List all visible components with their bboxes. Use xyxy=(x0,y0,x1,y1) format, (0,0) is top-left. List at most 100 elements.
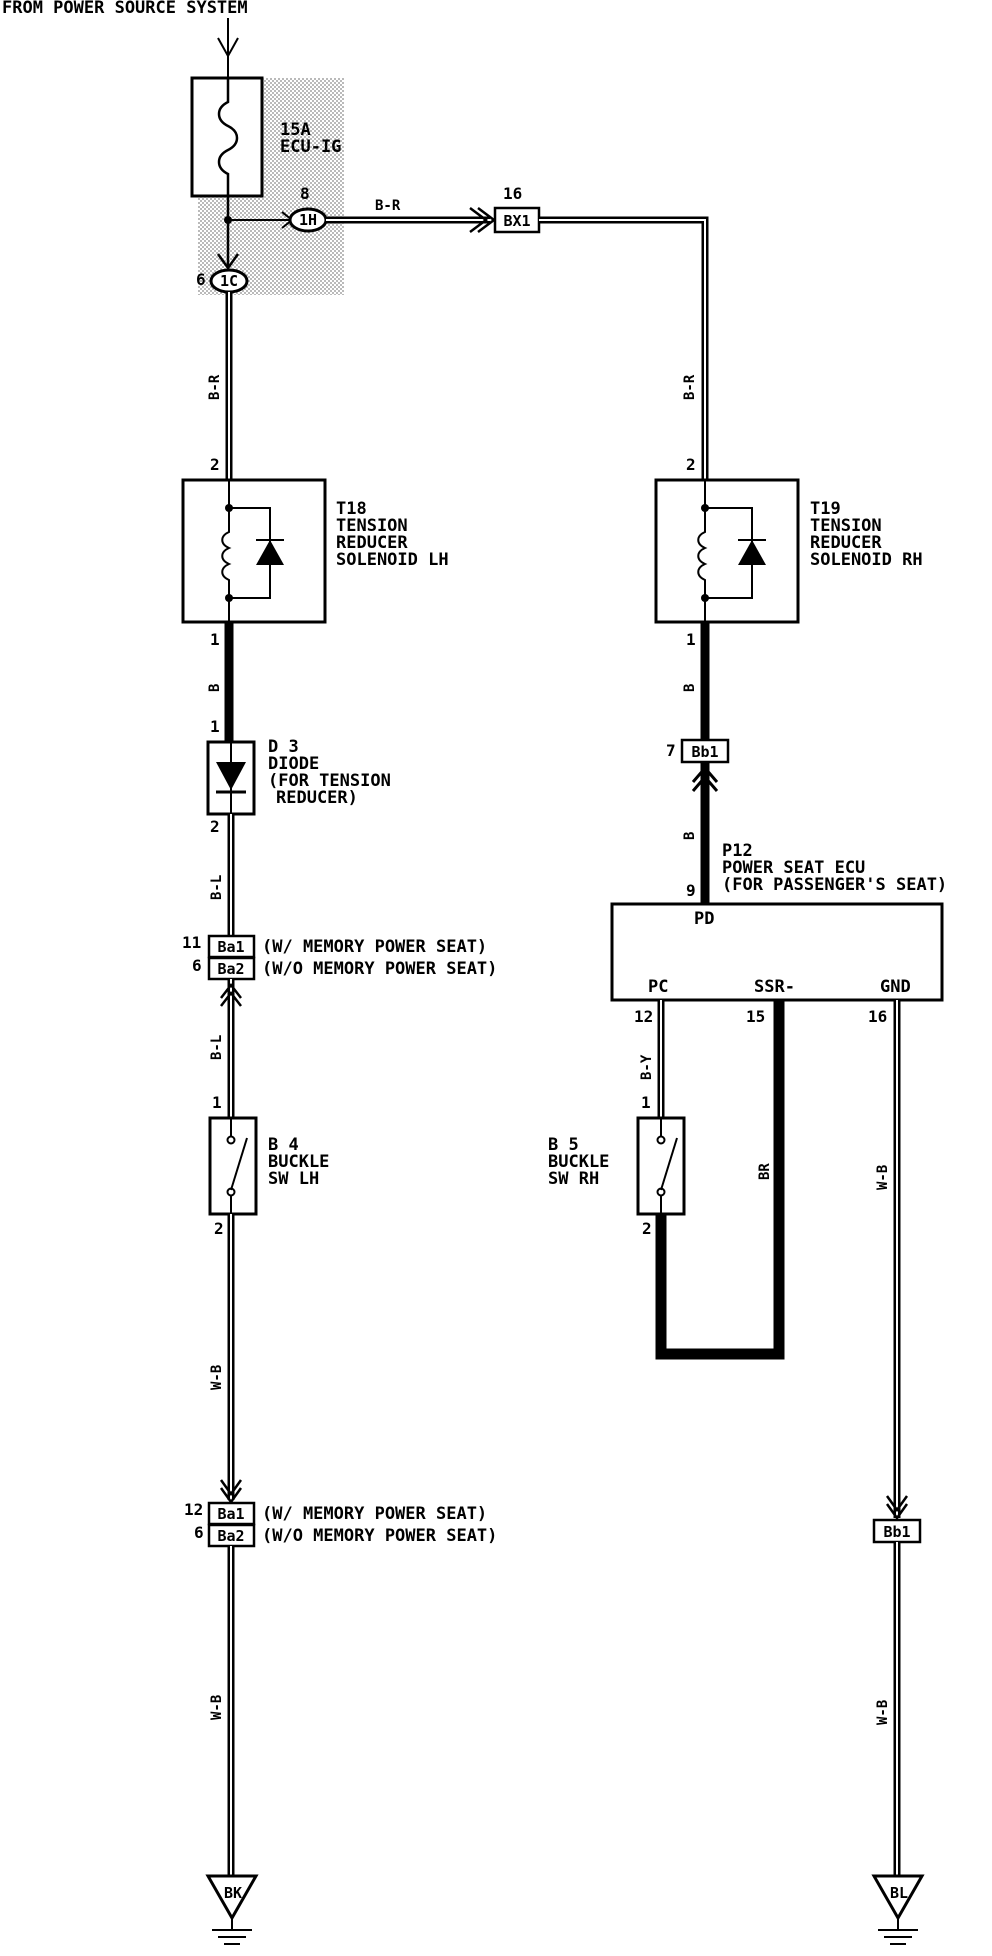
wire-label-pc: B-Y xyxy=(639,1054,655,1080)
p12-pin-pc: 12 xyxy=(634,1007,653,1026)
t18-pin-top: 2 xyxy=(210,455,220,474)
t19-line3: SOLENOID RH xyxy=(810,550,923,570)
d3-pin-top: 1 xyxy=(210,717,220,736)
p12-pin-ssr: 15 xyxy=(746,1007,765,1026)
bx1-pin: 16 xyxy=(503,184,522,203)
br-wire-right xyxy=(326,207,497,233)
wire-label-left-wb-upper: W-B xyxy=(209,1365,225,1390)
d3-line3: REDUCER) xyxy=(276,788,358,808)
wire-label-left-bl-upper: B-L xyxy=(209,875,225,900)
wb-wire-left-upper xyxy=(219,1214,243,1505)
ba-upper-row2-pin: 6 xyxy=(192,956,202,975)
svg-text:BL: BL xyxy=(890,1884,908,1902)
wire-label-left-wb-lower: W-B xyxy=(209,1695,225,1720)
svg-text:1C: 1C xyxy=(220,272,238,290)
p12-term-pd: PD xyxy=(694,909,714,929)
svg-text:Ba1: Ba1 xyxy=(217,938,244,956)
p12-line2: (FOR PASSENGER'S SEAT) xyxy=(722,875,947,895)
t19-line2: REDUCER xyxy=(810,533,882,553)
d3-id: D 3 xyxy=(268,737,299,757)
junction-pin-right: 8 xyxy=(300,184,310,203)
p12-pin-pd: 9 xyxy=(686,881,696,900)
p12-id: P12 xyxy=(722,841,753,861)
wire-label-gnd-upper: W-B xyxy=(875,1165,891,1190)
p12-line1: POWER SEAT ECU xyxy=(722,858,865,878)
wire-label-left-bl-lower: B-L xyxy=(209,1035,225,1060)
b5-pin-top: 1 xyxy=(641,1093,651,1112)
junction-connector-1c: 1C xyxy=(209,268,249,294)
svg-text:BX1: BX1 xyxy=(503,212,530,230)
wire-label-left-b: B xyxy=(207,684,223,692)
solenoid-t19 xyxy=(654,478,800,624)
wire-label-main-br: B-R xyxy=(375,198,401,214)
t18-id: T18 xyxy=(336,499,367,519)
buckle-switch-b4 xyxy=(208,1116,258,1216)
b5-id: B 5 xyxy=(548,1135,579,1155)
power-source-label: FROM POWER SOURCE SYSTEM xyxy=(2,0,248,18)
solenoid-t18 xyxy=(181,478,327,624)
t18-line3: SOLENOID LH xyxy=(336,550,449,570)
bl-wire-lower xyxy=(220,979,242,1118)
t19-pin-top: 2 xyxy=(686,455,696,474)
t18-line2: REDUCER xyxy=(336,533,408,553)
b-wire-right-lower xyxy=(691,762,719,904)
ba-upper-row1-pin: 11 xyxy=(182,933,201,952)
svg-text:Bb1: Bb1 xyxy=(691,743,718,761)
t18-line1: TENSION xyxy=(336,516,408,536)
b4-line2: SW LH xyxy=(268,1169,319,1189)
fuse-rating: 15A xyxy=(280,120,311,140)
t19-id: T19 xyxy=(810,499,841,519)
connector-ba1-upper: Ba1 xyxy=(207,934,256,959)
junction-connector-1h: 1H xyxy=(288,207,328,233)
buckle-switch-b5 xyxy=(636,1116,686,1216)
p12-term-pc: PC xyxy=(648,977,668,997)
t18-pin-bottom: 1 xyxy=(210,630,220,649)
ground-bl: BL xyxy=(871,1874,925,1945)
t19-line1: TENSION xyxy=(810,516,882,536)
br-wire-right-vertical xyxy=(539,216,709,480)
b4-pin-bottom: 2 xyxy=(214,1219,224,1238)
bb1-upper-pin: 7 xyxy=(666,741,676,760)
connector-bx1: BX1 xyxy=(493,206,541,234)
d3-line1: DIODE xyxy=(268,754,319,774)
svg-text:1H: 1H xyxy=(299,211,317,229)
b5-line2: SW RH xyxy=(548,1169,599,1189)
wire-label-right-b-lower: B xyxy=(682,832,698,840)
diode-d3 xyxy=(206,740,256,816)
p12-term-ssr: SSR- xyxy=(754,977,795,997)
fuse-name: ECU-IG xyxy=(280,137,341,157)
ba-upper-row2-note: (W/O MEMORY POWER SEAT) xyxy=(262,959,497,979)
t19-pin-bottom: 1 xyxy=(686,630,696,649)
b5-line1: BUCKLE xyxy=(548,1152,609,1172)
wire-label-right-br: B-R xyxy=(682,374,698,400)
wire-label-ssr: BR xyxy=(757,1163,773,1180)
svg-text:BK: BK xyxy=(224,1884,242,1902)
b5-pin-bottom: 2 xyxy=(642,1219,652,1238)
connector-ba2-lower: Ba2 xyxy=(207,1523,256,1548)
connector-ba1-lower: Ba1 xyxy=(207,1501,256,1526)
wb-wire-gnd-upper xyxy=(885,1000,909,1521)
junction-arrow-1c xyxy=(216,253,240,271)
br-loop-wire xyxy=(655,1000,785,1360)
b4-id: B 4 xyxy=(268,1135,299,1155)
d3-pin-bottom: 2 xyxy=(210,817,220,836)
ba-lower-row2-note: (W/O MEMORY POWER SEAT) xyxy=(262,1526,497,1546)
connector-bb1-lower: Bb1 xyxy=(872,1518,922,1544)
fuse-ecu-ig xyxy=(190,76,264,198)
ba-lower-row1-pin: 12 xyxy=(184,1500,203,1519)
p12-term-gnd: GND xyxy=(880,977,911,997)
p12-pin-gnd: 16 xyxy=(868,1007,887,1026)
b4-pin-top: 1 xyxy=(212,1093,222,1112)
b4-line1: BUCKLE xyxy=(268,1152,329,1172)
ground-bk: BK xyxy=(205,1874,259,1945)
connector-ba2-upper: Ba2 xyxy=(207,956,256,981)
wire-label-right-b: B xyxy=(682,684,698,692)
junction-pin-down: 6 xyxy=(196,270,206,289)
connector-bb1-upper: Bb1 xyxy=(680,738,730,764)
svg-text:Ba2: Ba2 xyxy=(217,960,244,978)
svg-text:Ba2: Ba2 xyxy=(217,1527,244,1545)
ba-lower-row1-note: (W/ MEMORY POWER SEAT) xyxy=(262,1504,487,1524)
wire-label-left-br: B-R xyxy=(207,374,223,400)
source-arrow xyxy=(217,18,239,78)
